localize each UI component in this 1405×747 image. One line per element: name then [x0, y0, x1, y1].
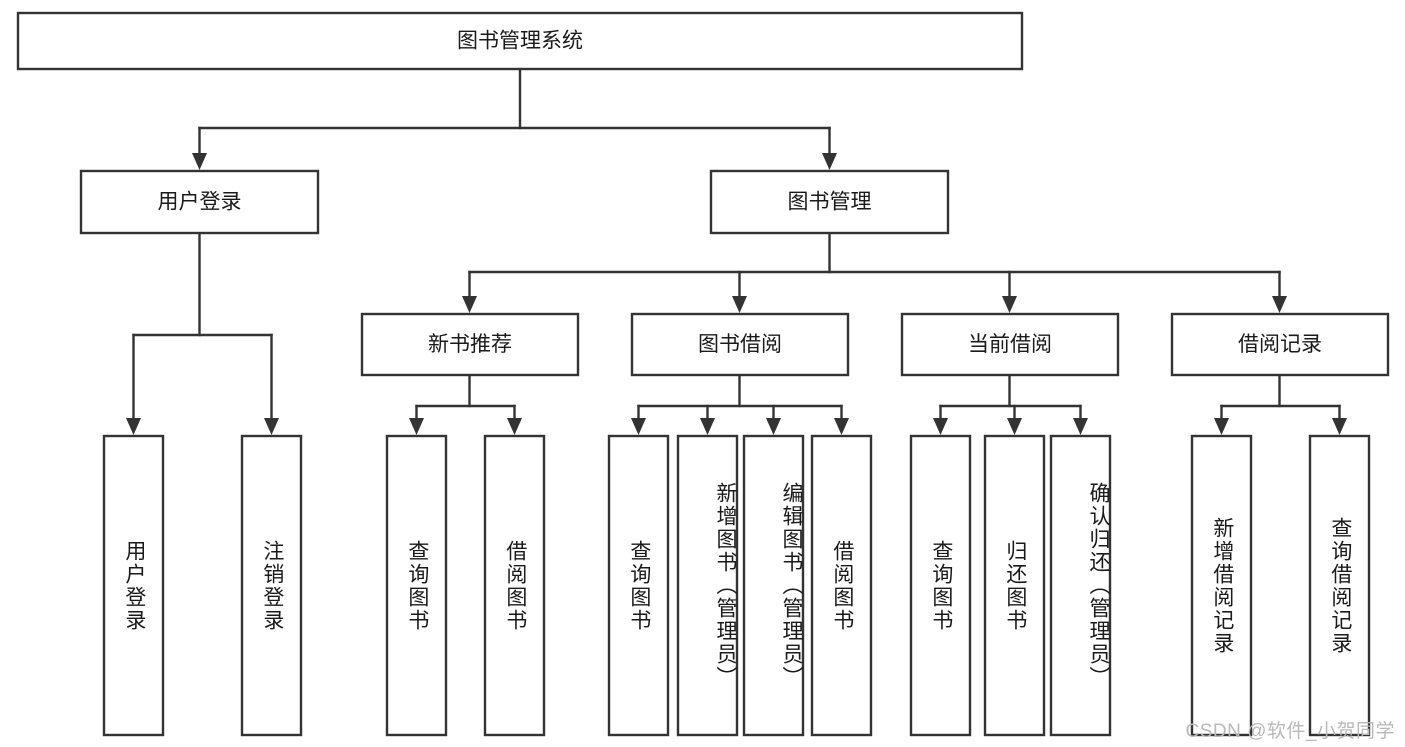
node-box-new-book-recommend[interactable] — [360, 312, 580, 377]
node-label-book-borrow: 图书借阅 — [698, 333, 782, 356]
node-label-current-borrow: 当前借阅 — [968, 333, 1052, 356]
node-box-leaf-add-record[interactable] — [1190, 434, 1253, 737]
node-box-leaf-user-login[interactable] — [102, 434, 165, 737]
node-box-leaf-confirm-return-admin[interactable] — [1049, 434, 1112, 737]
node-box-leaf-add-book-admin[interactable] — [676, 434, 739, 737]
node-label-borrow-record: 借阅记录 — [1238, 333, 1322, 356]
arrow-head-icon — [1332, 418, 1347, 435]
arrow-head-icon — [766, 418, 781, 435]
node-box-leaf-return-book[interactable] — [983, 434, 1046, 737]
arrow-head-icon — [631, 418, 646, 435]
node-box-book-borrow[interactable] — [630, 312, 850, 377]
node-box-root[interactable] — [16, 11, 1024, 71]
arrow-head-icon — [192, 153, 207, 170]
arrow-head-icon — [1002, 296, 1017, 313]
arrow-head-icon — [732, 296, 747, 313]
node-box-leaf-query-book-current[interactable] — [909, 434, 972, 737]
node-label-user-login: 用户登录 — [158, 191, 242, 214]
arrow-head-icon — [700, 418, 715, 435]
node-box-leaf-edit-book-admin[interactable] — [742, 434, 805, 737]
arrow-head-icon — [834, 418, 849, 435]
node-box-book-manage[interactable] — [709, 169, 950, 235]
node-box-borrow-record[interactable] — [1170, 312, 1390, 377]
node-box-leaf-query-record[interactable] — [1308, 434, 1371, 737]
node-box-leaf-borrow-book-rec[interactable] — [483, 434, 546, 737]
node-box-leaf-query-book-rec[interactable] — [385, 434, 448, 737]
node-label-new-book-recommend: 新书推荐 — [428, 333, 512, 356]
node-box-current-borrow[interactable] — [900, 312, 1120, 377]
arrow-head-icon — [126, 418, 141, 435]
arrowheads-layer — [126, 153, 1347, 435]
node-label-root: 图书管理系统 — [457, 30, 583, 53]
node-box-leaf-query-book-borrow[interactable] — [607, 434, 670, 737]
arrow-head-icon — [409, 418, 424, 435]
node-box-leaf-logout[interactable] — [240, 434, 303, 737]
arrow-head-icon — [462, 296, 477, 313]
arrow-head-icon — [264, 418, 279, 435]
arrow-head-icon — [1073, 418, 1088, 435]
arrow-head-icon — [1214, 418, 1229, 435]
arrow-head-icon — [822, 153, 837, 170]
node-boxes-layer — [16, 11, 1390, 737]
node-label-book-manage: 图书管理 — [788, 191, 872, 214]
watermark-text: CSDN @软件_小贺同学 — [1185, 721, 1395, 742]
arrow-head-icon — [933, 418, 948, 435]
arrow-head-icon — [1007, 418, 1022, 435]
node-box-leaf-borrow-book[interactable] — [810, 434, 873, 737]
node-box-user-login[interactable] — [79, 169, 320, 235]
arrow-head-icon — [1272, 296, 1287, 313]
arrow-head-icon — [507, 418, 522, 435]
